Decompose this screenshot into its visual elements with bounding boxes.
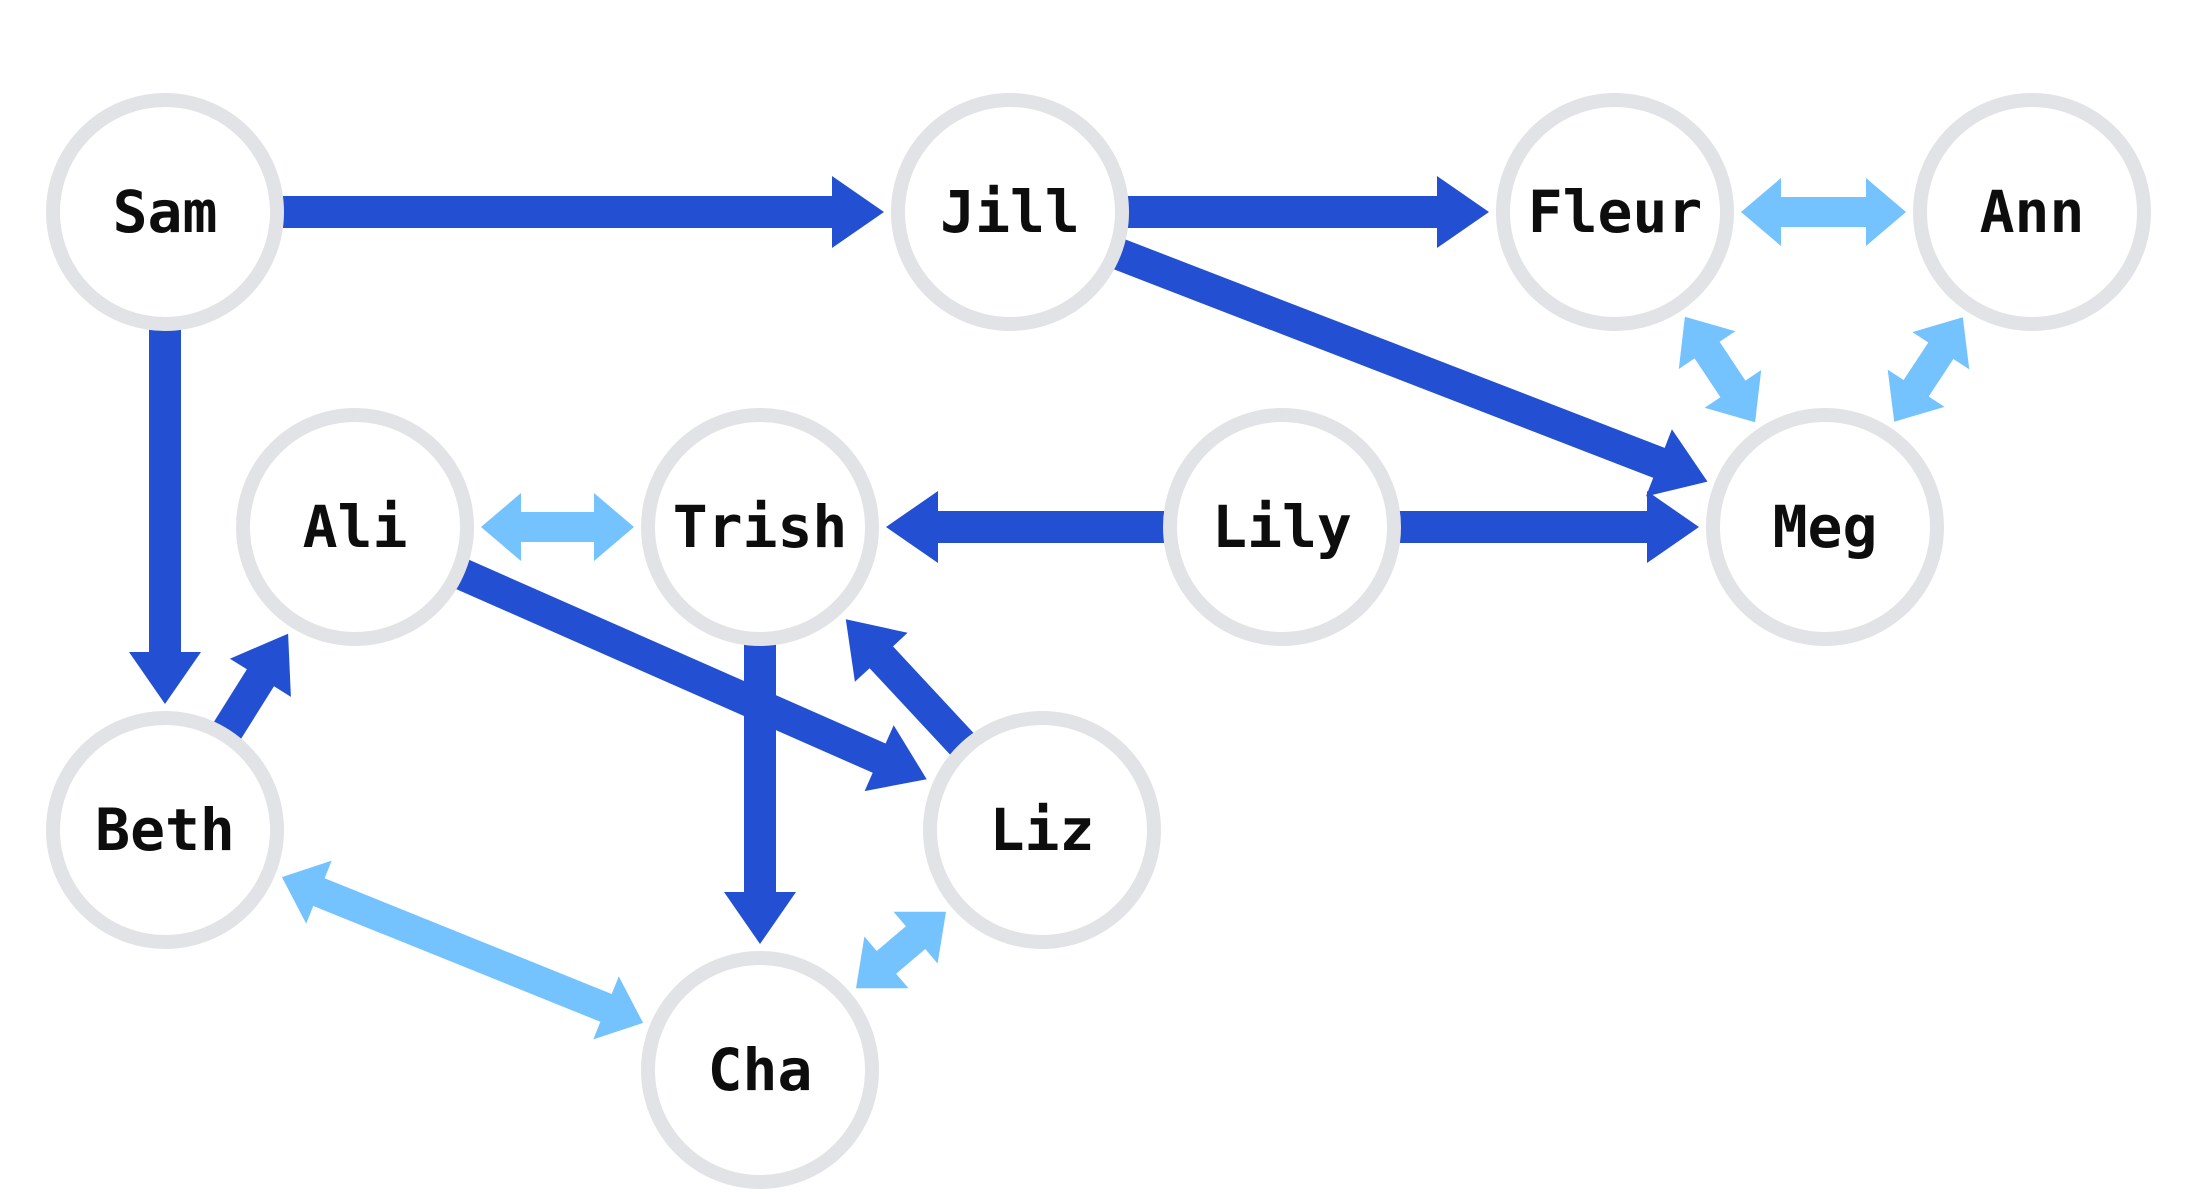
node-label: Lily — [1212, 493, 1352, 561]
node-circle — [1706, 408, 1944, 646]
edge-fleur-ann — [1741, 178, 1906, 246]
node-label: Sam — [113, 178, 218, 246]
node-label: Fleur — [1528, 178, 1703, 246]
node-label: Jill — [940, 178, 1080, 246]
node-circle — [641, 408, 879, 646]
edge-lily-trish — [886, 491, 1174, 563]
edges-layer — [129, 176, 1970, 1040]
node-label: Ann — [1980, 178, 2085, 246]
edge-sam-beth — [129, 320, 201, 704]
edge-lily-meg — [1390, 491, 1699, 563]
edge-ali-liz — [447, 555, 927, 792]
node-label: Meg — [1773, 493, 1878, 561]
node-sam: Sam — [46, 93, 284, 331]
node-label: Liz — [990, 796, 1095, 864]
node-circle — [891, 93, 1129, 331]
node-beth: Beth — [46, 711, 284, 949]
node-ali: Ali — [236, 408, 474, 646]
node-label: Cha — [708, 1036, 813, 1104]
node-circle — [46, 93, 284, 331]
edge-beth-cha — [281, 860, 644, 1040]
node-fleur: Fleur — [1496, 93, 1734, 331]
node-circle — [236, 408, 474, 646]
node-liz: Liz — [923, 711, 1161, 949]
node-jill: Jill — [891, 93, 1129, 331]
node-circle — [641, 951, 879, 1189]
node-trish: Trish — [641, 408, 879, 646]
node-circle — [923, 711, 1161, 949]
edge-ali-trish — [481, 493, 634, 561]
node-label: Trish — [673, 493, 848, 561]
node-cha: Cha — [641, 951, 879, 1189]
edge-ann-meg — [1887, 317, 1970, 422]
edge-cha-liz — [856, 911, 946, 989]
edge-jill-fleur — [1118, 176, 1489, 248]
node-label: Ali — [303, 493, 408, 561]
edge-liz-trish — [845, 619, 981, 762]
node-label: Beth — [95, 796, 235, 864]
edge-beth-ali — [208, 633, 291, 747]
node-circle — [1163, 408, 1401, 646]
edge-sam-jill — [273, 176, 884, 248]
edge-fleur-meg — [1678, 316, 1762, 423]
edge-trish-cha — [724, 635, 796, 944]
node-meg: Meg — [1706, 408, 1944, 646]
node-circle — [1913, 93, 2151, 331]
node-lily: Lily — [1163, 408, 1401, 646]
node-circle — [46, 711, 284, 949]
edge-jill-meg — [1105, 236, 1708, 497]
node-circle — [1496, 93, 1734, 331]
node-ann: Ann — [1913, 93, 2151, 331]
